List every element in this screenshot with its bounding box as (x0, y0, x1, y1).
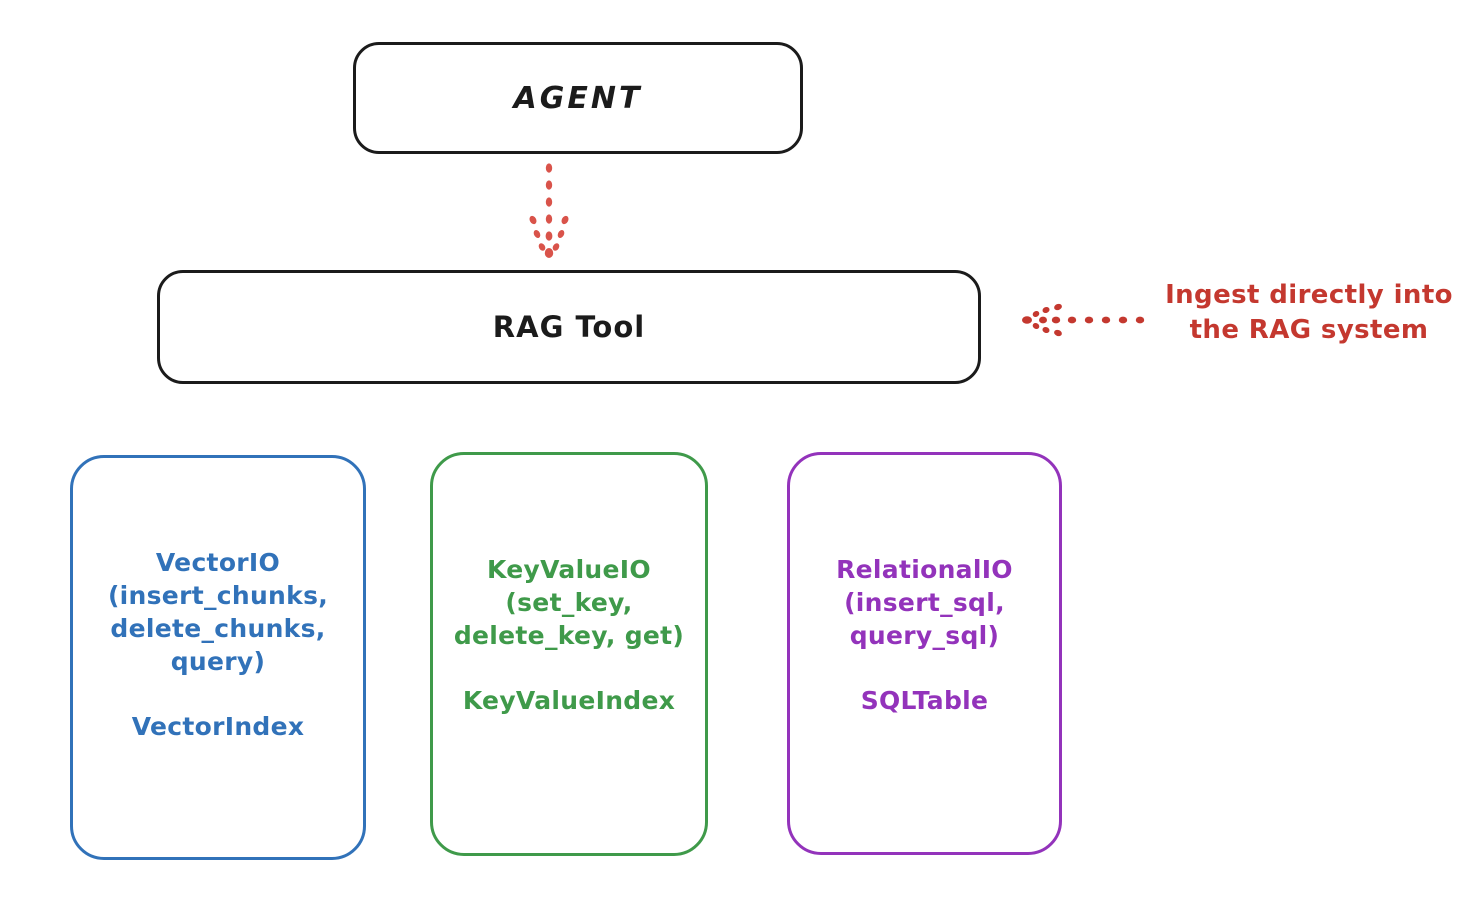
key-value-io-api-label: KeyValueIO (set_key, delete_key, get) (453, 555, 685, 650)
vector-io-api-label: VectorIO (insert_chunks, delete_chunks, … (107, 548, 329, 676)
sql-table-label: SQLTable (860, 686, 989, 715)
rag-tool-node[interactable]: RAG Tool (157, 270, 981, 384)
relational-io-api-label: RelationalIO (insert_sql, query_sql) (836, 555, 1013, 650)
key-value-io-node[interactable]: KeyValueIO (set_key, delete_key, get) Ke… (430, 452, 708, 856)
vector-io-node[interactable]: VectorIO (insert_chunks, delete_chunks, … (70, 455, 366, 860)
relational-io-node[interactable]: RelationalIO (insert_sql, query_sql) SQL… (787, 452, 1062, 855)
key-value-index-label: KeyValueIndex (462, 686, 676, 715)
agent-to-rag-arrow-icon (529, 163, 569, 258)
agent-node[interactable]: AGENT (353, 42, 803, 154)
rag-tool-node-label: RAG Tool (492, 310, 646, 344)
ingest-annotation-label: Ingest directly into the RAG system (1165, 280, 1453, 346)
vector-index-label: VectorIndex (131, 712, 305, 741)
agent-node-label: AGENT (513, 80, 643, 116)
ingest-annotation-arrow-icon (1022, 303, 1145, 337)
